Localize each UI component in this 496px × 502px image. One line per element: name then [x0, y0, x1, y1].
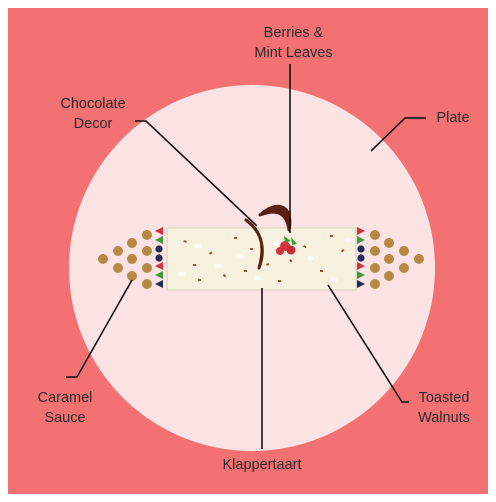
label-plate: Plate: [428, 108, 478, 128]
diagram-canvas: Berries & Mint Leaves Chocolate Decor Pl…: [8, 8, 488, 494]
label-toasted-walnuts: Toasted Walnuts: [404, 388, 484, 428]
label-chocolate-decor: Chocolate Decor: [48, 94, 138, 134]
label-klappertaart: Klappertaart: [207, 455, 317, 475]
label-berries-mint: Berries & Mint Leaves: [236, 23, 351, 63]
label-caramel-sauce: Caramel Sauce: [30, 388, 100, 428]
